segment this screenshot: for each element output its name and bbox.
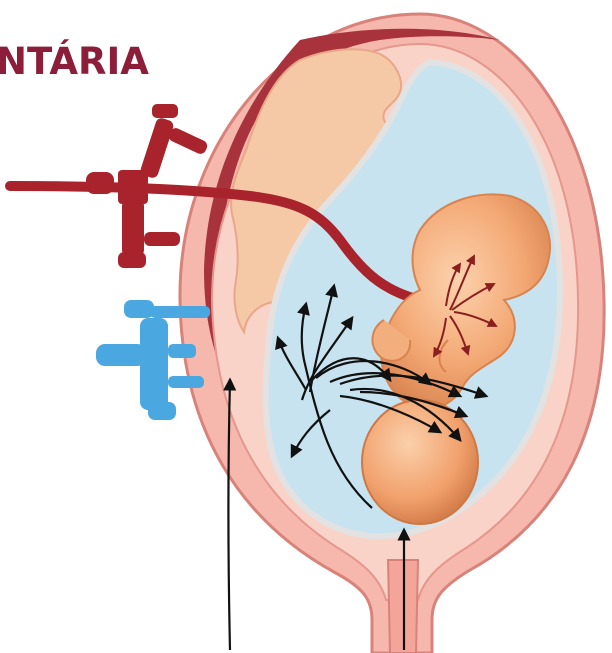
fetus-head	[362, 400, 478, 524]
figure-title: NTÁRIA	[0, 40, 149, 83]
